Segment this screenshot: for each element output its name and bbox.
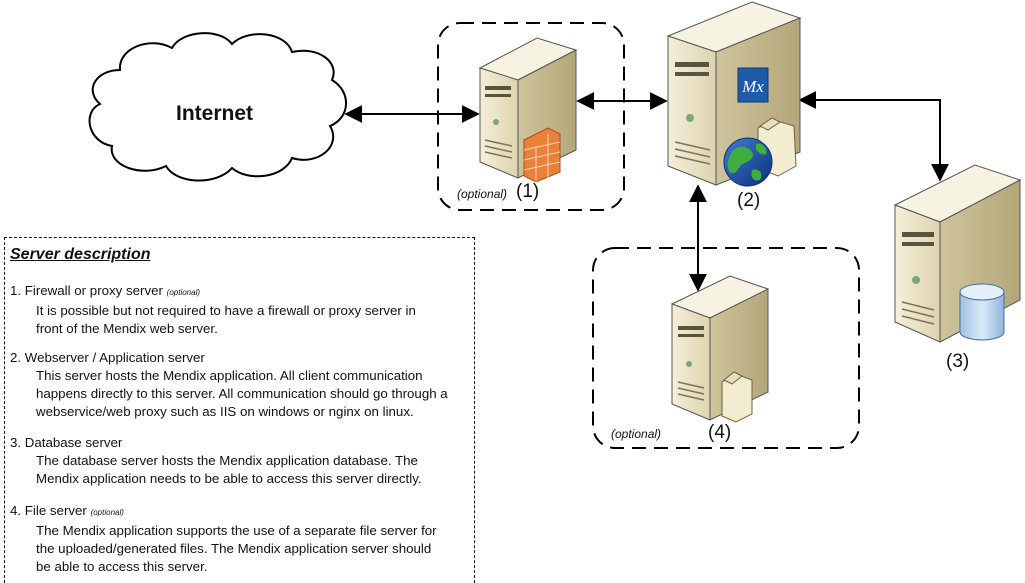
legend-heading: 3. Database server	[10, 435, 123, 450]
legend-desc-line: the uploaded/generated files. The Mendix…	[36, 541, 432, 556]
fileserver-optional-box	[592, 247, 860, 449]
legend-title: Server description	[10, 246, 151, 263]
fileserver-number-label: (4)	[708, 422, 732, 443]
fileserver-optional-label: (optional)	[611, 427, 662, 441]
globe-icon	[723, 137, 773, 187]
connector-appserver-database	[798, 91, 949, 182]
legend-heading: 4. File server	[10, 503, 87, 518]
fileserver-icon	[670, 275, 770, 421]
legend-item-firewall: 1. Firewall or proxy server (optional) I…	[10, 282, 476, 338]
legend-item-database: 3. Database server The database server h…	[10, 434, 476, 488]
legend-desc-line: be able to access this server.	[36, 559, 208, 574]
legend-desc-line: happens directly to this server. All com…	[36, 386, 448, 401]
legend-heading: 1. Firewall or proxy server	[10, 283, 163, 298]
appserver-number-label: (2)	[737, 190, 761, 211]
legend-desc-line: The database server hosts the Mendix app…	[36, 453, 418, 468]
mendix-logo-icon: Mx	[737, 67, 769, 103]
legend-desc-line: The Mendix application supports the use …	[36, 523, 437, 538]
firewall-brick-icon	[523, 127, 561, 183]
legend-item-fileserver: 4. File server (optional) The Mendix app…	[10, 502, 476, 576]
legend-item-appserver: 2. Webserver / Application server This s…	[10, 349, 476, 421]
mendix-logo-text: Mx	[741, 77, 764, 96]
database-number-label: (3)	[946, 351, 970, 372]
internet-cloud	[88, 32, 347, 182]
firewall-number-label: (1)	[516, 181, 540, 202]
legend-tag: (optional)	[90, 508, 124, 517]
legend-desc-line: This server hosts the Mendix application…	[36, 368, 423, 383]
legend-desc-line: It is possible but not required to have …	[36, 303, 416, 318]
internet-label: Internet	[176, 102, 254, 125]
fileserver-folder-icon	[721, 371, 753, 423]
legend-heading: 2. Webserver / Application server	[10, 350, 205, 365]
legend-desc-line: webservice/web proxy such as IIS on wind…	[36, 404, 414, 419]
database-cylinder-icon	[959, 283, 1005, 341]
legend-tag: (optional)	[166, 288, 201, 297]
legend-desc-line: Mendix application needs to be able to a…	[36, 471, 422, 486]
server-description-panel: Server description 1. Firewall or proxy …	[4, 237, 475, 583]
firewall-optional-label: (optional)	[457, 187, 508, 201]
legend-desc-line: front of the Mendix web server.	[36, 321, 218, 336]
